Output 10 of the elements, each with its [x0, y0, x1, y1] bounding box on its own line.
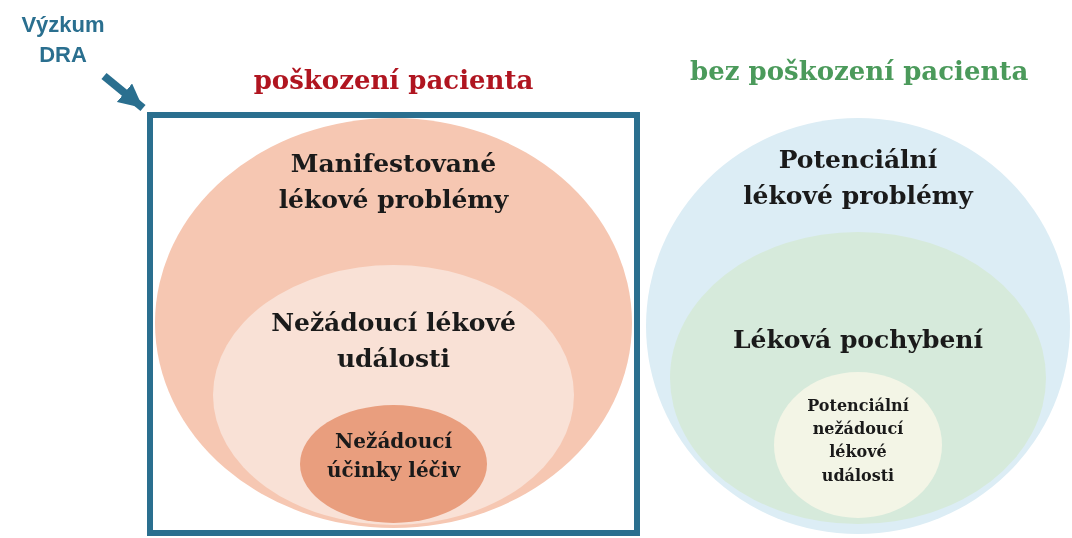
heading: poškození pacienta	[252, 64, 535, 97]
ellipse-label: Nežádoucí účinky léčiv	[326, 428, 462, 484]
ellipse-label: Nežádoucí lékové události	[270, 307, 517, 376]
heading: bez poškození pacienta	[690, 56, 1029, 86]
caption-text: Výzkum DRA	[8, 10, 118, 70]
ellipse-label: Léková pochybení	[731, 324, 985, 356]
ellipse-label: Potenciální nežádoucí lékové události	[806, 395, 910, 487]
arrow	[101, 72, 146, 112]
ellipse-label: Potenciální lékové problémy	[742, 144, 975, 213]
ellipse-label: Manifestované lékové problémy	[277, 148, 510, 217]
